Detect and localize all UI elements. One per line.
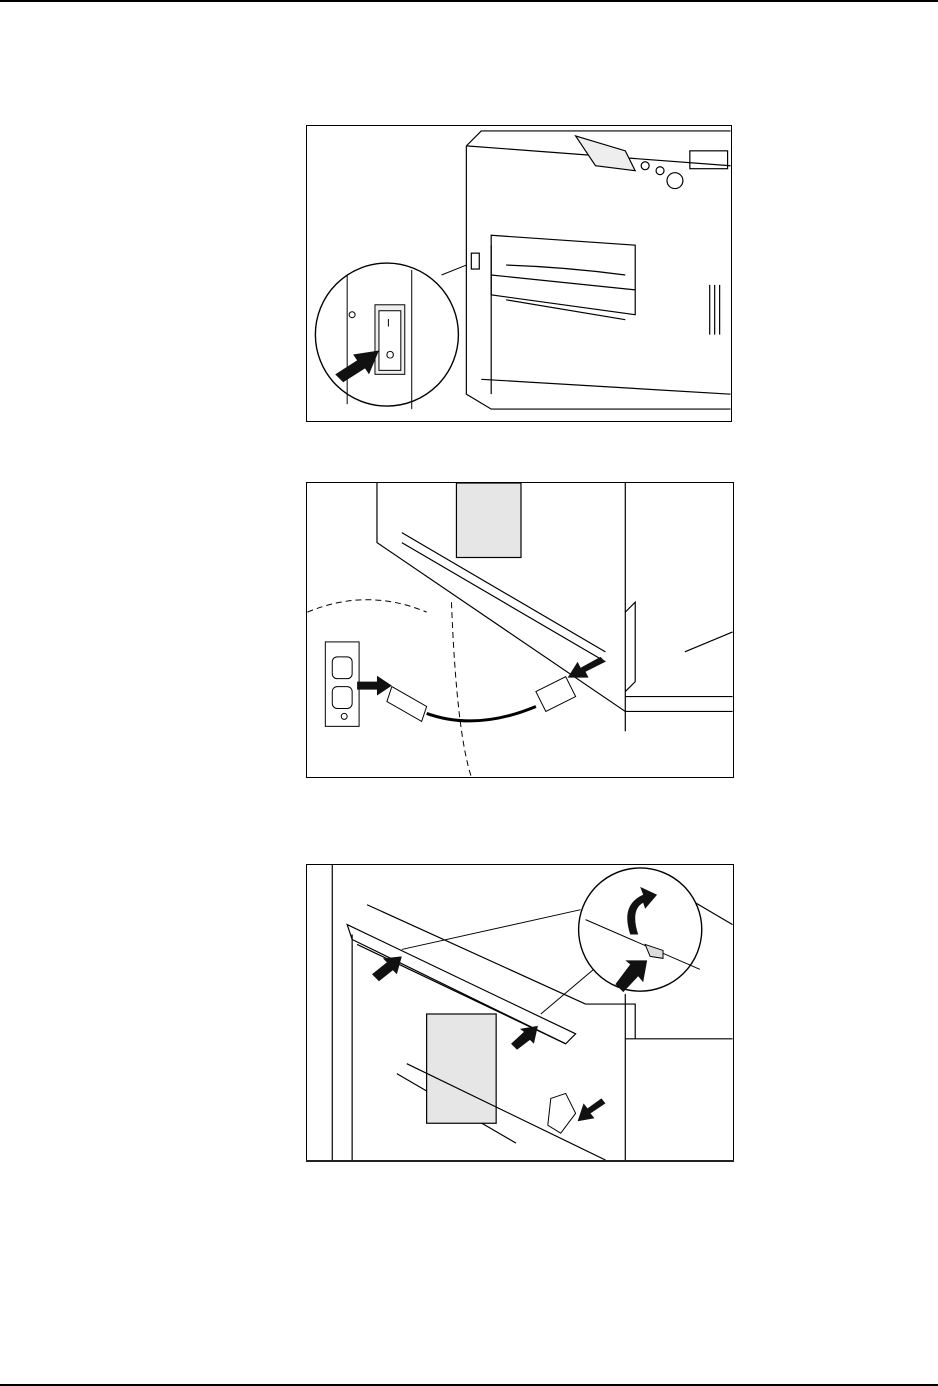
tab-zoom-callout	[401, 867, 703, 1015]
figure-unplug-power-cord	[306, 482, 734, 778]
printer-rear-illustration	[331, 865, 733, 1160]
switch-on-label: I	[387, 318, 390, 330]
pull-arrow-icon	[567, 656, 606, 678]
switch-off-label: O	[386, 349, 394, 361]
lift-arrow-icon	[627, 886, 658, 935]
pull-arrow-icon	[357, 675, 392, 696]
push-arrow-icon	[372, 956, 402, 982]
callout-dashed-circle	[307, 599, 472, 777]
push-arrow-icon	[615, 960, 648, 993]
removed-cover-part	[547, 1092, 577, 1134]
header-rule	[0, 0, 938, 2]
printer-illustration	[465, 130, 731, 410]
figure-remove-duplex-cover	[306, 864, 734, 1161]
switch-zoom-callout: I O	[314, 262, 467, 410]
push-arrow-icon	[511, 1025, 538, 1050]
pull-arrow-icon	[577, 1098, 606, 1122]
printer-rear-illustration	[376, 483, 733, 732]
footer-rule	[0, 1384, 938, 1386]
figure-bottom-rule	[306, 1160, 734, 1162]
press-arrow-icon	[335, 350, 379, 383]
power-cord-icon	[386, 676, 577, 723]
wall-outlet-icon	[324, 641, 360, 727]
figure-power-switch: I O	[306, 125, 732, 422]
